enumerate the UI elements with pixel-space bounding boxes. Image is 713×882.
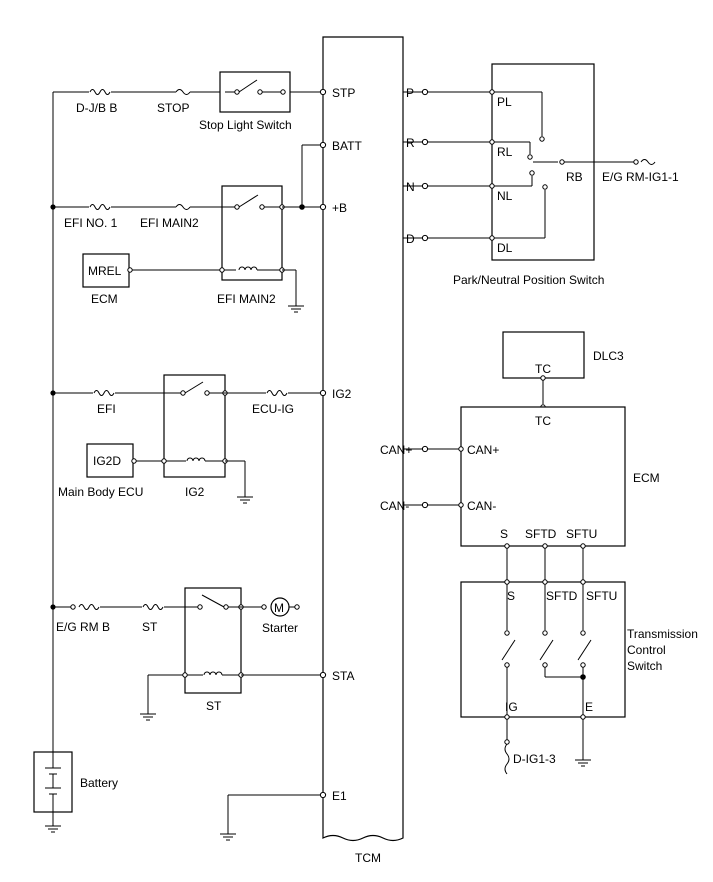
tcs-label-line2: Control [627, 643, 666, 657]
tcm-label: TCM [355, 851, 381, 865]
fuse-efi-no1-label: EFI NO. 1 [64, 216, 118, 230]
tcm-box [322, 36, 404, 842]
dlc3-tc-label: TC [535, 362, 551, 376]
pnp-pl-label: PL [497, 95, 512, 109]
ecm-s-label: S [500, 527, 508, 541]
st-relay-label: ST [206, 699, 222, 713]
fuse-efi-label: EFI [97, 402, 116, 416]
pin-d: D [406, 232, 415, 246]
ig2-relay-label: IG2 [185, 485, 205, 499]
batt-circuit [53, 141, 327, 313]
ig2-circuit [53, 374, 327, 504]
ecm-sftd-label: SFTD [525, 527, 557, 541]
park-neutral-switch-box [427, 63, 656, 261]
fuse-djb-label: D-J/B B [76, 101, 117, 115]
fuse-ecu-ig-label: ECU-IG [252, 402, 294, 416]
tcs-s-label: S [507, 589, 515, 603]
pnp-nl-label: NL [497, 189, 513, 203]
fuse-eg-rm-ig1-label: E/G RM-IG1-1 [602, 170, 679, 184]
efi-main2-relay-label: EFI MAIN2 [217, 292, 276, 306]
pin-can-minus: CAN- [380, 499, 409, 513]
tcs-sftd-label: SFTD [546, 589, 578, 603]
ig2d-box [86, 443, 137, 478]
mrel-label: MREL [88, 264, 122, 278]
mrel-box [82, 253, 133, 288]
pin-r: R [406, 136, 415, 150]
pin-sta: STA [332, 669, 354, 683]
starter-label: Starter [262, 621, 298, 635]
fuse-efi-main2-label: EFI MAIN2 [140, 216, 199, 230]
e1-circuit [219, 791, 327, 841]
park-neutral-switch-label: Park/Neutral Position Switch [453, 273, 604, 287]
pin-stp: STP [332, 86, 355, 100]
ecm-main-label: ECM [633, 471, 660, 485]
sta-circuit [53, 587, 327, 721]
fuse-eg-rm-b-label: E/G RM B [56, 620, 110, 634]
tcm-right-pins [403, 88, 429, 509]
pin-p: P [406, 86, 414, 100]
dlc3-label: DLC3 [593, 349, 624, 363]
tcs-ig-label: IG [505, 700, 518, 714]
pin-e1: E1 [332, 789, 347, 803]
tcs-e-label: E [585, 700, 593, 714]
transmission-control-switch-box [460, 579, 626, 775]
battery-symbol [33, 751, 73, 833]
ecm-box [427, 406, 626, 582]
pnp-dl-label: DL [497, 241, 513, 255]
stop-light-switch-label: Stop Light Switch [199, 118, 292, 132]
pnp-rb-label: RB [566, 170, 583, 184]
ecm-can-minus-label: CAN- [467, 499, 496, 513]
battery-label: Battery [80, 776, 118, 790]
tcs-label-line3: Switch [627, 659, 662, 673]
ig2d-label: IG2D [93, 454, 121, 468]
pin-n: N [406, 180, 415, 194]
fuse-d-ig1-3-label: D-IG1-3 [513, 752, 556, 766]
ecm-tc-label: TC [535, 414, 551, 428]
tcs-label-line1: Transmission [627, 627, 698, 641]
ecm-can-plus-label: CAN+ [467, 443, 499, 457]
pin-ig2: IG2 [332, 387, 352, 401]
stp-circuit [53, 71, 327, 113]
dlc3-box [502, 331, 585, 410]
motor-symbol: M [274, 601, 284, 615]
ecm-small-label: ECM [91, 292, 118, 306]
pnp-rl-label: RL [497, 145, 513, 159]
pin-b-plus: +B [332, 201, 347, 215]
pin-batt: BATT [332, 139, 362, 153]
pin-can-plus: CAN+ [380, 443, 412, 457]
main-body-ecu-label: Main Body ECU [58, 485, 143, 499]
fuse-st-label: ST [142, 620, 158, 634]
tcs-sftu-label: SFTU [586, 589, 617, 603]
ecm-sftu-label: SFTU [566, 527, 597, 541]
fuse-stop-label: STOP [157, 101, 189, 115]
